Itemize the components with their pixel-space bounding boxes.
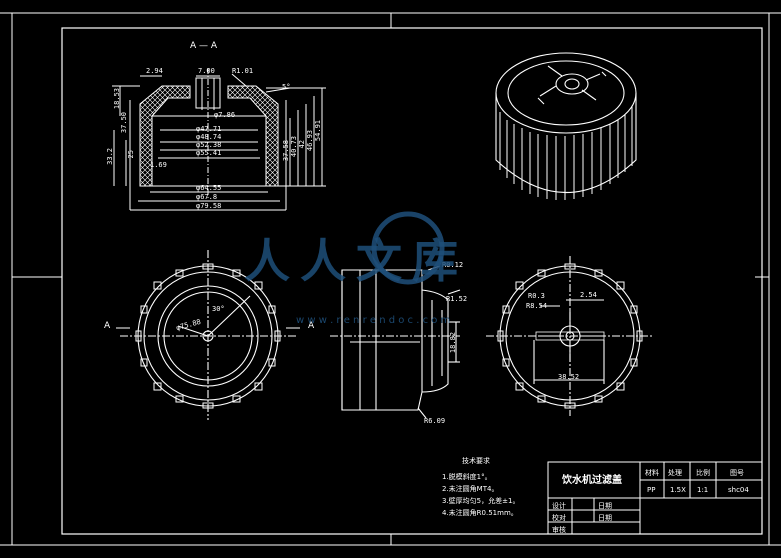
dim-d-55-41: φ55.41 [196, 149, 222, 157]
side-view [330, 265, 461, 419]
row-label-approve: 审核 [552, 526, 566, 534]
inner-border [61, 27, 763, 535]
dim-d-48-74: φ48.74 [196, 133, 222, 141]
row-label-check: 校对 [552, 514, 566, 522]
dim-side-r2: R1.52 [446, 295, 468, 303]
section-label: A — A [190, 41, 218, 51]
dim-r1-01: R1.01 [232, 67, 254, 75]
tech-req-line-4: 4.未注圆角R0.51mm。 [442, 509, 518, 517]
row-field-design: 日期 [598, 502, 612, 510]
isometric-view [495, 52, 637, 200]
dim-h-33-2: 33.2 [106, 148, 114, 165]
center-marks [12, 13, 769, 545]
dim-d-67-8: φ67.8 [196, 193, 218, 201]
dim-h-18-53: 18.53 [113, 88, 121, 110]
dim-h-40-73: 40.73 [290, 136, 298, 158]
dim-side-r1: R0.12 [442, 261, 464, 269]
dim-side-r3: R6.09 [424, 417, 446, 425]
dim-front-angle: 30° [212, 305, 225, 313]
dim-d-47-71: φ47.71 [196, 125, 222, 133]
value-material: PP [647, 486, 656, 494]
value-scale: 1:1 [697, 486, 709, 494]
dim-1-69: 1.69 [150, 161, 167, 169]
front-view [120, 250, 296, 420]
section-wall-right [227, 85, 279, 187]
dim-h-54-91: 54.91 [314, 120, 322, 142]
view-marker-left: A [104, 321, 111, 331]
part-name: 饮水机过滤盖 [562, 475, 622, 486]
dim-h-46-93: 46.93 [306, 130, 314, 152]
value-drawing-no: shc04 [728, 486, 749, 494]
watermark-text: 人人文库 [244, 234, 468, 288]
dim-right-d1: 2.54 [580, 291, 597, 299]
dim-right-d2: 38.52 [558, 373, 580, 381]
watermark-logo [371, 211, 445, 285]
corner-ticks [0, 12, 10, 546]
dim-d-64-55: φ64.55 [196, 184, 222, 192]
dim-7-0: 7.00 [198, 67, 215, 75]
right-view [486, 256, 654, 416]
header-drawing-no: 图号 [730, 469, 744, 477]
dim-right-r1: R0.3 [528, 292, 545, 300]
tech-req-title: 技术要求 [462, 457, 490, 465]
tech-req-line-2: 2.未注圆角MT4。 [442, 485, 499, 493]
dim-right-r2: R8.54 [526, 302, 548, 310]
row-label-design: 设计 [552, 502, 566, 510]
dim-d-79-58: φ79.58 [196, 202, 222, 210]
section-view [112, 68, 326, 211]
dim-2-94: 2.94 [146, 67, 163, 75]
value-process: 1.5X [670, 486, 686, 494]
section-wall-left [139, 85, 191, 187]
header-material: 材料 [645, 469, 659, 477]
view-marker-right: A [308, 321, 315, 331]
header-process: 处理 [668, 469, 682, 477]
header-scale: 比例 [696, 469, 710, 477]
watermark-url: w w w . r e n r e n d o c . c o m [296, 315, 451, 326]
dim-side-d: 18.82 [449, 332, 457, 354]
tech-req-line-3: 3.壁厚均匀5，允差±1。 [442, 497, 520, 505]
dim-h-37-58: 37.58 [282, 140, 290, 162]
dim-d-52-38: φ52.38 [196, 141, 222, 149]
title-block [547, 461, 763, 535]
dim-h-42: 42 [298, 140, 306, 149]
dim-angle-5: 5° [282, 83, 291, 91]
dim-h-37-5: 37.50 [120, 112, 128, 134]
row-field-check: 日期 [598, 514, 612, 522]
dim-d-7-86: φ7.86 [214, 111, 236, 119]
dim-h-25: 25 [127, 150, 135, 159]
tech-req-line-1: 1.脱模斜度1°。 [442, 473, 492, 481]
